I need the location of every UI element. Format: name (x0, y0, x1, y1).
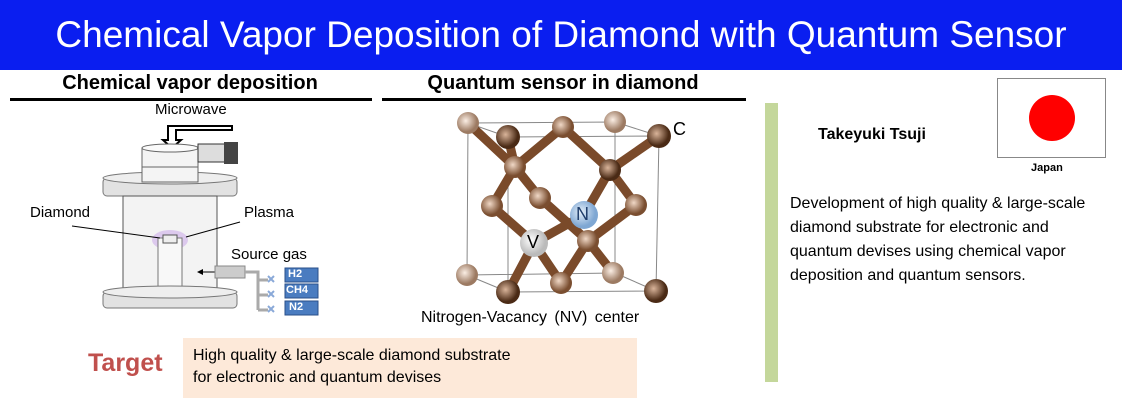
divider (382, 98, 746, 101)
nv-caption: Nitrogen-Vacancy (NV) center (421, 309, 640, 326)
target-text-line1: High quality & large-scale diamond subst… (193, 347, 511, 364)
plasma-label: Plasma (244, 204, 295, 221)
cvd-heading: Chemical vapor deposition (62, 72, 318, 94)
nitrogen-atom (570, 201, 598, 229)
source-gas-label: Source gas (231, 246, 307, 263)
description: Development of high quality & large-scal… (790, 195, 1086, 284)
target-label: Target (88, 349, 163, 377)
vacancy-site (520, 229, 548, 257)
carbon-atoms (456, 111, 671, 304)
gas-ch4: CH4 (286, 284, 309, 296)
diamond-label: Diamond (30, 204, 91, 221)
nv-center-lattice-diagram (456, 111, 671, 304)
carbon-label: C (673, 119, 686, 139)
country-label: Japan (1031, 162, 1063, 174)
quantum-heading: Quantum sensor in diamond (427, 72, 699, 94)
target-box: High quality & large-scale diamond subst… (183, 338, 637, 398)
nitrogen-label: N (576, 204, 589, 224)
diamond-sample (162, 234, 178, 244)
japan-flag (997, 78, 1106, 158)
flag-red-disc (1029, 95, 1075, 141)
divider (10, 98, 372, 101)
page-title: Chemical Vapor Deposition of Diamond wit… (55, 14, 1067, 55)
gas-n2: N2 (289, 301, 304, 313)
title-banner: Chemical Vapor Deposition of Diamond wit… (0, 0, 1122, 70)
diamond-arrow (71, 225, 161, 239)
microwave-label: Microwave (155, 101, 227, 118)
author-name: Takeyuki Tsuji (818, 126, 926, 143)
plasma-arrow (185, 221, 241, 238)
target-text-line2: for electronic and quantum devises (193, 369, 442, 386)
vacancy-label: V (527, 232, 540, 252)
gas-h2: H2 (288, 268, 303, 280)
separator-bar (765, 103, 778, 382)
cvd-reactor-diagram (71, 125, 319, 316)
